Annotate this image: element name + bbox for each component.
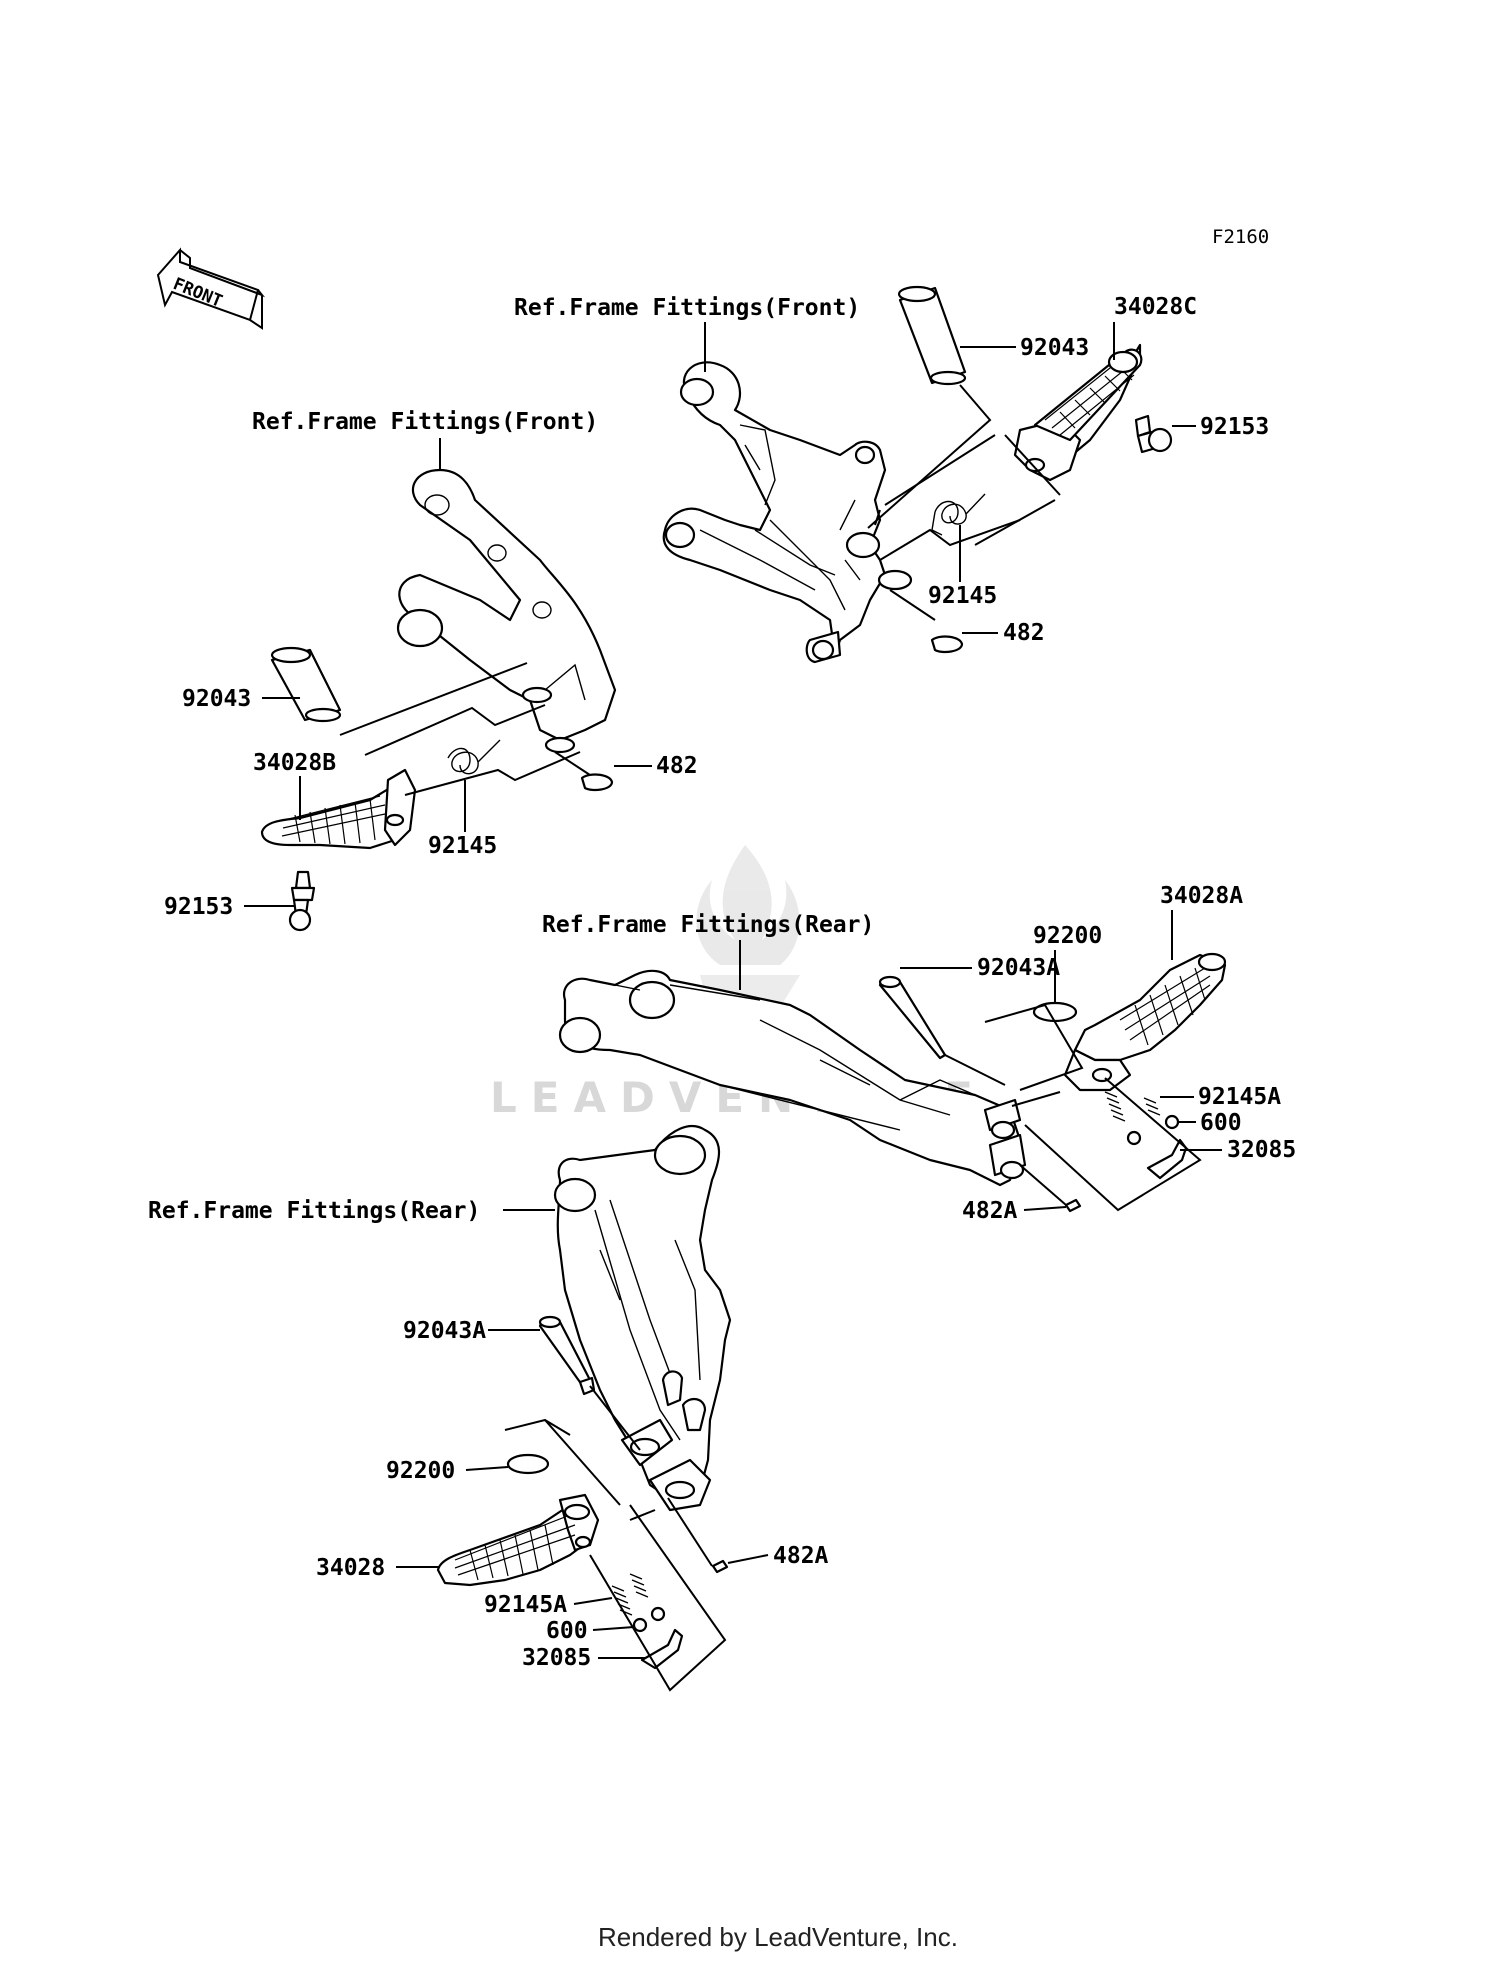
callouts: Ref.Frame Fittings(Front) Ref.Frame Fitt… <box>148 294 1296 1671</box>
label-92153-left: 92153 <box>164 894 233 920</box>
bolt-92153-left <box>288 870 316 932</box>
label-34028C: 34028C <box>1114 294 1197 320</box>
label-92153-right: 92153 <box>1200 414 1269 440</box>
footpeg-34028A <box>1063 952 1227 1092</box>
label-92200-upper: 92200 <box>1033 923 1102 949</box>
front-arrow-icon: FRONT <box>156 247 266 330</box>
clip-482-left <box>580 773 614 792</box>
label-600-lower: 600 <box>546 1618 588 1644</box>
footer-credit: Rendered by LeadVenture, Inc. <box>598 1922 958 1952</box>
label-ref-frame-rear-lower: Ref.Frame Fittings(Rear) <box>148 1198 480 1224</box>
figure-code: F2160 <box>1212 226 1269 248</box>
lower-rear-bracket <box>553 1125 732 1512</box>
footpeg-grip <box>454 1514 576 1581</box>
right-assembly-lines <box>867 384 1061 621</box>
balls-600-lower <box>632 1606 666 1633</box>
clip-482A-lower <box>711 1559 729 1574</box>
spring-92145-left <box>447 739 501 775</box>
footpeg-34028 <box>436 1493 600 1587</box>
upper-rear-assembly-lines <box>944 1003 1202 1212</box>
label-482A-lower: 482A <box>773 1543 829 1569</box>
footpeg-grip <box>1044 359 1135 436</box>
label-ref-frame-rear-upper: Ref.Frame Fittings(Rear) <box>542 912 874 938</box>
label-92145A-upper: 92145A <box>1198 1084 1281 1110</box>
label-92043-left: 92043 <box>182 686 251 712</box>
pin-92043A-upper <box>878 975 947 1060</box>
clip-482A-upper <box>1064 1198 1082 1213</box>
pin-92043-left <box>270 646 342 723</box>
label-600-upper: 600 <box>1200 1110 1242 1136</box>
label-92145-left: 92145 <box>428 833 497 859</box>
label-ref-frame-front-right: Ref.Frame Fittings(Front) <box>514 295 860 321</box>
lower-rear-assembly-lines <box>504 1385 727 1692</box>
label-482-left: 482 <box>656 753 698 779</box>
label-482A-upper: 482A <box>962 1198 1018 1224</box>
plate-32085-lower <box>640 1628 684 1670</box>
pin-92043-right <box>897 285 967 386</box>
label-34028B: 34028B <box>253 750 336 776</box>
left-assembly-lines <box>339 662 591 796</box>
label-92043A-upper: 92043A <box>977 955 1060 981</box>
footpeg-34028C <box>1013 343 1143 482</box>
label-92043-right: 92043 <box>1020 335 1089 361</box>
left-front-bracket <box>396 468 617 754</box>
washer-92200-lower <box>506 1453 550 1475</box>
label-92043A-lower: 92043A <box>403 1318 486 1344</box>
label-92145-right: 92145 <box>928 583 997 609</box>
springs-92145A-lower <box>611 1573 649 1616</box>
label-92145A-lower: 92145A <box>484 1592 567 1618</box>
bolt-92153-right <box>1134 414 1173 454</box>
label-34028A: 34028A <box>1160 883 1243 909</box>
label-ref-frame-front-left: Ref.Frame Fittings(Front) <box>252 409 598 435</box>
footpeg-grip <box>281 795 386 845</box>
label-482-right: 482 <box>1003 620 1045 646</box>
clip-482-right <box>930 635 964 654</box>
label-92200-lower: 92200 <box>386 1458 455 1484</box>
right-front-bracket <box>662 361 913 664</box>
label-34028: 34028 <box>316 1555 385 1581</box>
label-32085-upper: 32085 <box>1227 1137 1296 1163</box>
spring-92145-right <box>931 493 986 536</box>
label-32085-lower: 32085 <box>522 1645 591 1671</box>
upper-rear-bracket <box>558 969 1027 1187</box>
pin-92043A-lower <box>538 1315 596 1396</box>
springs-92145A-upper <box>1104 1091 1161 1122</box>
footpeg-34028B <box>260 768 417 850</box>
footpeg-grip <box>1119 967 1211 1046</box>
